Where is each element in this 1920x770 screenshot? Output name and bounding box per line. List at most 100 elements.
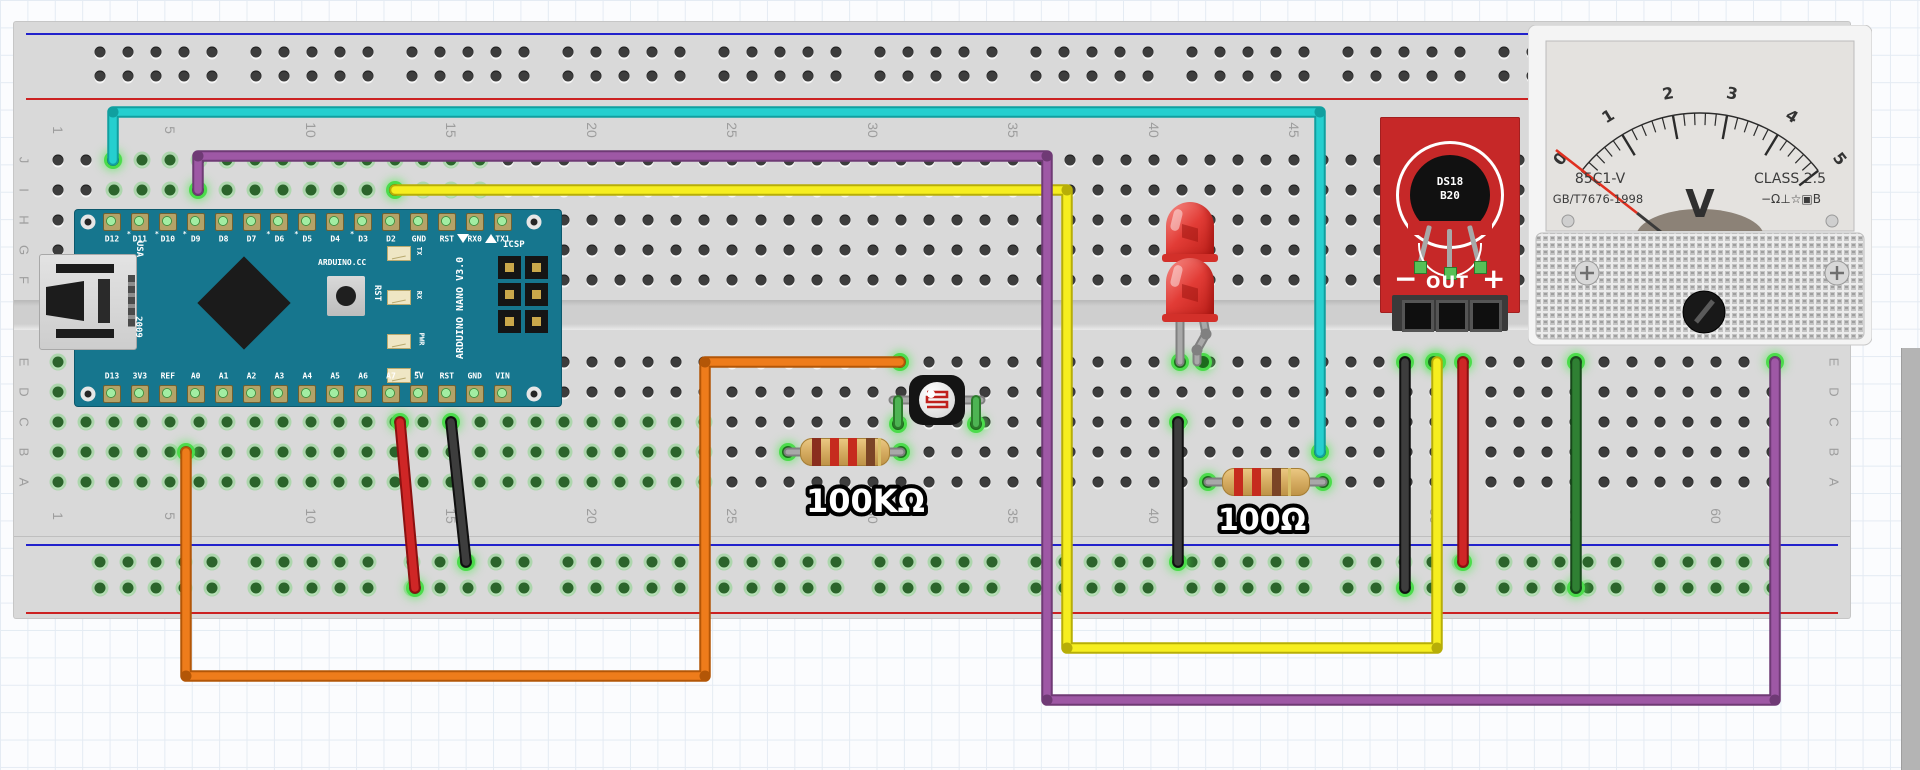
breadboard-hole xyxy=(895,386,907,398)
breadboard-hole xyxy=(305,446,317,458)
breadboard-hole xyxy=(774,46,786,58)
breadboard-hole xyxy=(518,70,530,82)
breadboard-hole xyxy=(1373,356,1385,368)
breadboard-hole xyxy=(811,416,823,428)
breadboard-hole xyxy=(867,214,879,226)
breadboard-hole xyxy=(1626,356,1638,368)
breadboard-hole xyxy=(80,476,92,488)
breadboard-hole xyxy=(1373,476,1385,488)
breadboard-hole xyxy=(895,214,907,226)
breadboard-hole xyxy=(923,446,935,458)
breadboard-hole xyxy=(490,556,502,568)
breadboard-hole xyxy=(1345,476,1357,488)
breadboard-hole xyxy=(474,476,485,488)
breadboard-hole xyxy=(1373,184,1385,196)
breadboard-hole xyxy=(221,446,233,458)
breadboard-hole xyxy=(839,214,851,226)
top-rail-positive-line xyxy=(26,98,1838,100)
breadboard-hole xyxy=(1485,446,1497,458)
breadboard-hole xyxy=(1738,446,1750,458)
breadboard-hole xyxy=(755,416,766,428)
breadboard-hole xyxy=(783,244,795,256)
breadboard-hole xyxy=(646,556,658,568)
breadboard-hole xyxy=(249,416,261,428)
breadboard-hole xyxy=(278,46,290,58)
breadboard-hole xyxy=(250,70,262,82)
breadboard-hole xyxy=(646,46,658,58)
breadboard-hole xyxy=(1232,356,1244,368)
breadboard-hole xyxy=(94,46,106,58)
breadboard-hole xyxy=(406,46,418,58)
breadboard-hole xyxy=(1598,386,1609,398)
breadboard-hole xyxy=(839,386,851,398)
breadboard-hole xyxy=(1176,386,1188,398)
breadboard-hole xyxy=(746,582,758,594)
breadboard-hole xyxy=(249,476,261,488)
breadboard-hole xyxy=(726,476,738,488)
breadboard-hole xyxy=(334,556,346,568)
breadboard-hole xyxy=(923,214,935,226)
breadboard-hole xyxy=(108,476,120,488)
breadboard-hole xyxy=(979,476,991,488)
breadboard-hole xyxy=(1148,386,1160,398)
breadboard-hole xyxy=(923,356,935,368)
breadboard-hole xyxy=(206,70,218,82)
breadboard-hole xyxy=(558,476,570,488)
breadboard-hole xyxy=(164,446,176,458)
breadboard-hole xyxy=(951,476,963,488)
breadboard-hole xyxy=(136,416,148,428)
breadboard-hole xyxy=(80,184,92,196)
breadboard-hole xyxy=(178,46,190,58)
breadboard-hole xyxy=(1654,356,1666,368)
breadboard-hole xyxy=(1232,214,1244,226)
breadboard-hole xyxy=(1064,154,1076,166)
breadboard-hole xyxy=(590,556,602,568)
breadboard-hole xyxy=(867,416,879,428)
breadboard-hole xyxy=(1682,446,1694,458)
breadboard-hole xyxy=(1738,356,1750,368)
breadboard-hole xyxy=(802,70,814,82)
breadboard-hole xyxy=(474,446,485,458)
meter-class: CLASS 2.5 xyxy=(1754,171,1826,187)
bottom-margin-line xyxy=(14,536,1850,537)
breadboard-hole xyxy=(1120,274,1132,286)
scrollbar[interactable] xyxy=(1901,348,1920,770)
breadboard-hole xyxy=(755,244,766,256)
breadboard-hole xyxy=(979,386,991,398)
breadboard-hole xyxy=(249,184,261,196)
breadboard-hole xyxy=(361,184,373,196)
breadboard-hole xyxy=(434,556,446,568)
breadboard-hole xyxy=(490,582,502,594)
breadboard-hole xyxy=(698,244,710,256)
breadboard-hole xyxy=(670,446,682,458)
breadboard-hole xyxy=(979,214,991,226)
breadboard-hole xyxy=(874,556,886,568)
breadboard-hole xyxy=(590,70,602,82)
breadboard-hole xyxy=(1176,184,1188,196)
breadboard-hole xyxy=(1148,244,1160,256)
breadboard-hole xyxy=(1626,476,1638,488)
breadboard-hole xyxy=(718,582,730,594)
breadboard-hole xyxy=(193,476,204,488)
breadboard-hole xyxy=(1148,416,1160,428)
breadboard-hole xyxy=(774,556,786,568)
breadboard-hole xyxy=(306,46,318,58)
breadboard-hole xyxy=(362,556,374,568)
breadboard-hole xyxy=(867,274,879,286)
breadboard-hole xyxy=(306,556,318,568)
breadboard-hole xyxy=(558,386,570,398)
breadboard-hole xyxy=(1092,274,1104,286)
meter-zero-adjust-knob[interactable] xyxy=(1682,290,1726,334)
breadboard-hole xyxy=(670,386,682,398)
breadboard-hole xyxy=(1541,416,1553,428)
breadboard-hole xyxy=(277,416,289,428)
breadboard-hole xyxy=(726,214,738,226)
breadboard-hole xyxy=(1120,476,1132,488)
breadboard-hole xyxy=(434,582,446,594)
breadboard-hole xyxy=(1626,386,1638,398)
breadboard-hole xyxy=(802,556,814,568)
breadboard-hole xyxy=(490,70,502,82)
breadboard-hole xyxy=(755,214,766,226)
breadboard-hole xyxy=(334,582,346,594)
